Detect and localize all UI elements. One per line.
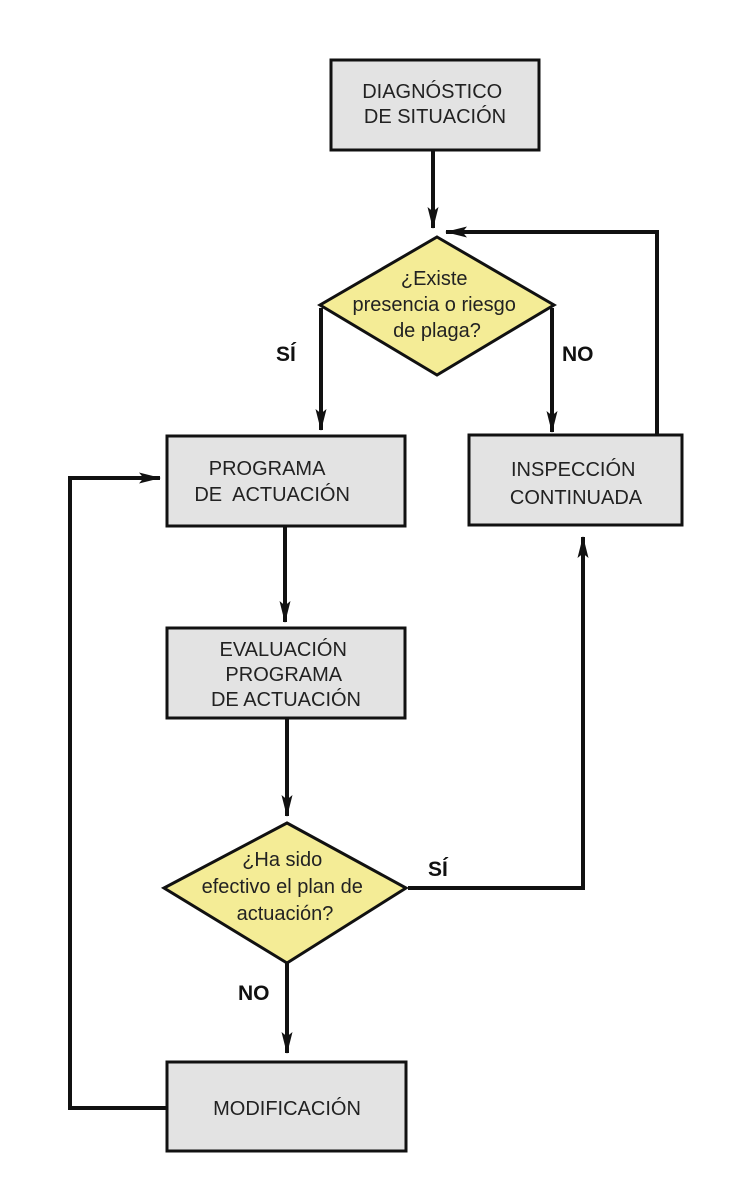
edge-label-efectivo-no: NO bbox=[238, 982, 270, 1005]
node-evaluacion-line-3: DE ACTUACIÓN bbox=[211, 688, 361, 711]
decision-efectivo-line-2: efectivo el plan de bbox=[202, 876, 363, 898]
edge-label-plaga-si: SÍ bbox=[276, 343, 297, 366]
node-inspeccion-line-1: INSPECCIÓN bbox=[511, 458, 635, 481]
node-diagnostico: DIAGNÓSTICO DE SITUACIÓN bbox=[329, 58, 541, 152]
node-modificacion-line-1: MODIFICACIÓN bbox=[213, 1097, 361, 1120]
node-evaluacion-line-1: EVALUACIÓN bbox=[219, 638, 346, 661]
decision-plaga-line-3: de plaga? bbox=[393, 320, 481, 342]
edge-efectivo-si-to-inspeccion bbox=[408, 536, 589, 890]
edge-modificacion-loop-to-programa bbox=[68, 472, 167, 1110]
node-evaluacion-line-2: PROGRAMA bbox=[225, 664, 342, 686]
process-box bbox=[165, 1060, 408, 1153]
node-programa-line-1: PROGRAMA bbox=[209, 458, 326, 480]
edge-label-plaga-no: NO bbox=[562, 343, 594, 366]
decision-efectivo: ¿Ha sido efectivo el plan de actuación? bbox=[160, 821, 409, 965]
node-inspeccion-line-2: CONTINUADA bbox=[510, 487, 643, 509]
decision-efectivo-line-1: ¿Ha sido bbox=[242, 849, 322, 871]
svg-text:¿Existe presencia o ries: ¿Existe presencia o riesgo de plaga? bbox=[353, 268, 522, 342]
node-diagnostico-line-1: DIAGNÓSTICO bbox=[362, 80, 502, 103]
svg-text:EVALUACIÓN PROGRAMA: EVALUACIÓN PROGRAMA DE ACTUACIÓN bbox=[211, 638, 361, 711]
process-box bbox=[165, 434, 407, 528]
edge-inspeccion-loop-to-decision bbox=[445, 226, 659, 435]
svg-text:¿Ha sido efectivo el pla: ¿Ha sido efectivo el plan de actuación? bbox=[202, 849, 369, 925]
decision-plaga-line-2: presencia o riesgo bbox=[353, 294, 516, 316]
decision-diamond bbox=[317, 235, 557, 377]
node-inspeccion: INSPECCIÓN CONTINUADA bbox=[467, 433, 684, 527]
decision-plaga: ¿Existe presencia o riesgo de plaga? bbox=[317, 235, 557, 377]
connectors bbox=[68, 150, 659, 1110]
svg-text:MODIFICACIÓN: MODIFICACIÓN bbox=[213, 1097, 361, 1120]
node-modificacion: MODIFICACIÓN bbox=[165, 1060, 408, 1153]
node-programa: PROGRAMA DE ACTUACIÓN bbox=[0, 0, 407, 528]
process-box bbox=[165, 626, 407, 720]
process-box bbox=[329, 58, 541, 152]
decision-efectivo-line-3: actuación? bbox=[237, 903, 334, 925]
node-diagnostico-line-2: DE SITUACIÓN bbox=[364, 105, 506, 128]
edge-label-efectivo-si: SÍ bbox=[428, 858, 449, 881]
svg-text:INSPECCIÓN CONTINUADA: INSPECCIÓN CONTINUADA bbox=[510, 458, 643, 509]
node-evaluacion: EVALUACIÓN PROGRAMA DE ACTUACIÓN bbox=[165, 626, 407, 720]
svg-text:DIAGNÓSTICO DE SITUACIÓN: DIAGNÓSTICO DE SITUACIÓN bbox=[362, 80, 508, 128]
process-box bbox=[467, 433, 684, 527]
decision-plaga-line-1: ¿Existe bbox=[401, 268, 468, 290]
node-programa-line-2: DE ACTUACIÓN bbox=[194, 483, 350, 506]
decision-diamond bbox=[160, 821, 409, 965]
svg-text:PROGRAMA DE ACTUACIÓN: PROGRAMA DE ACTUACIÓN bbox=[0, 0, 378, 506]
